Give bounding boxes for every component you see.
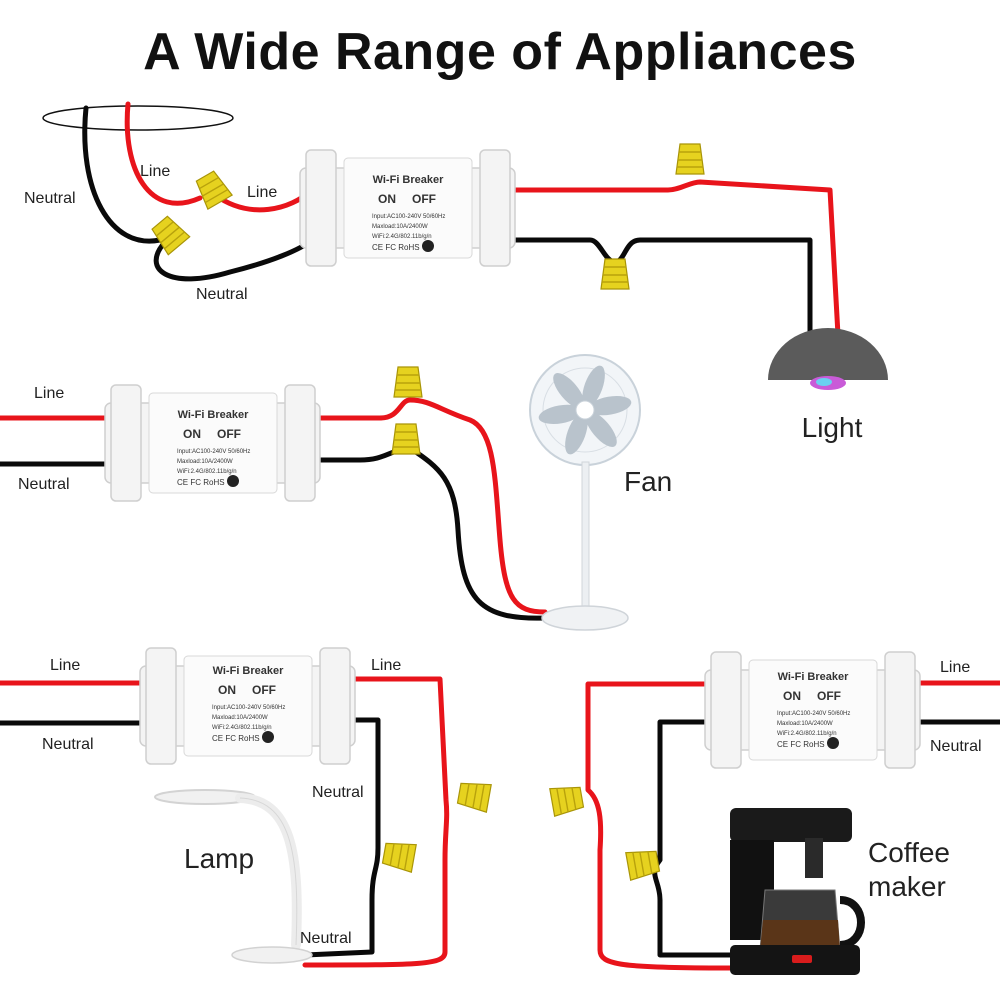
fan-label: Fan [624,466,672,497]
pairing-button [827,737,839,749]
maxload-spec: Maxload:10A/2400W [212,715,268,721]
neutral-label: Neutral [312,784,364,801]
cert-marks: CE FC RoHS [372,243,420,252]
pairing-button [262,731,274,743]
neutral-label: Neutral [196,286,248,303]
wire-nut [391,423,421,455]
off-label: OFF [252,683,276,697]
on-label: ON [783,689,801,703]
wifi-spec: WiFi:2.4G/802.11b/g/n [177,469,237,475]
input-spec: Input:AC100-240V 50/60Hz [212,705,285,711]
on-label: ON [218,683,236,697]
wire-nut [456,778,492,813]
off-label: OFF [817,689,841,703]
line-label: Line [50,657,80,674]
maxload-spec: Maxload:10A/2400W [372,224,428,230]
coffee-maker-icon [730,808,865,975]
line-label: Line [140,163,170,180]
breaker-module-4 [704,651,921,769]
neutral-label: Neutral [18,476,70,493]
wire-nut [675,143,705,175]
off-label: OFF [412,192,436,206]
neutral-label: Neutral [24,190,76,207]
lamp-circuit: Wi-Fi Breaker ON OFF Input:AC100-240V 50… [0,647,492,968]
input-spec: Input:AC100-240V 50/60Hz [777,711,850,717]
neutral-label: Neutral [42,736,94,753]
wire-nut [549,782,585,817]
cable-ring [42,105,234,131]
neutral-label: Neutral [300,930,352,947]
line-label: Line [940,659,970,676]
page-title: A Wide Range of Appliances [143,23,857,81]
wifi-spec: WiFi:2.4G/802.11b/g/n [777,731,837,737]
on-label: ON [378,192,396,206]
coffee-label-line1: Coffee [868,837,950,868]
ceiling-light-icon [768,328,888,390]
input-spec: Input:AC100-240V 50/60Hz [372,214,445,220]
neutral-label: Neutral [930,738,982,755]
line-label: Line [247,184,277,201]
breaker-name: Wi-Fi Breaker [178,409,250,421]
cert-marks: CE FC RoHS [212,734,260,743]
light-label: Light [802,412,863,443]
light-circuit: Wi-Fi Breaker ON OFF Input:AC100-240V 50… [24,101,888,443]
pairing-button [422,240,434,252]
wire-nut [148,213,191,256]
line-label: Line [34,385,64,402]
wire-nut [600,258,630,290]
line-label: Line [371,657,401,674]
on-label: ON [183,427,201,441]
wire-nut [393,366,423,398]
lamp-label: Lamp [184,843,254,874]
off-label: OFF [217,427,241,441]
breaker-name: Wi-Fi Breaker [778,671,850,683]
wifi-spec: WiFi:2.4G/802.11b/g/n [372,234,432,240]
breaker-name: Wi-Fi Breaker [373,174,445,186]
wire-nut [381,838,417,873]
input-spec: Input:AC100-240V 50/60Hz [177,449,250,455]
maxload-spec: Maxload:10A/2400W [777,721,833,727]
pairing-button [227,475,239,487]
maxload-spec: Maxload:10A/2400W [177,459,233,465]
cert-marks: CE FC RoHS [777,740,825,749]
coffee-circuit: Wi-Fi Breaker ON OFF Input:AC100-240V 50… [549,651,1000,975]
coffee-label-line2: maker [868,871,946,902]
desk-lamp-icon [154,789,313,964]
cert-marks: CE FC RoHS [177,478,225,487]
fan-circuit: Wi-Fi Breaker ON OFF Input:AC100-240V 50… [0,354,672,631]
wifi-spec: WiFi:2.4G/802.11b/g/n [212,725,272,731]
breaker-name: Wi-Fi Breaker [213,665,285,677]
standing-fan-icon [529,354,641,631]
